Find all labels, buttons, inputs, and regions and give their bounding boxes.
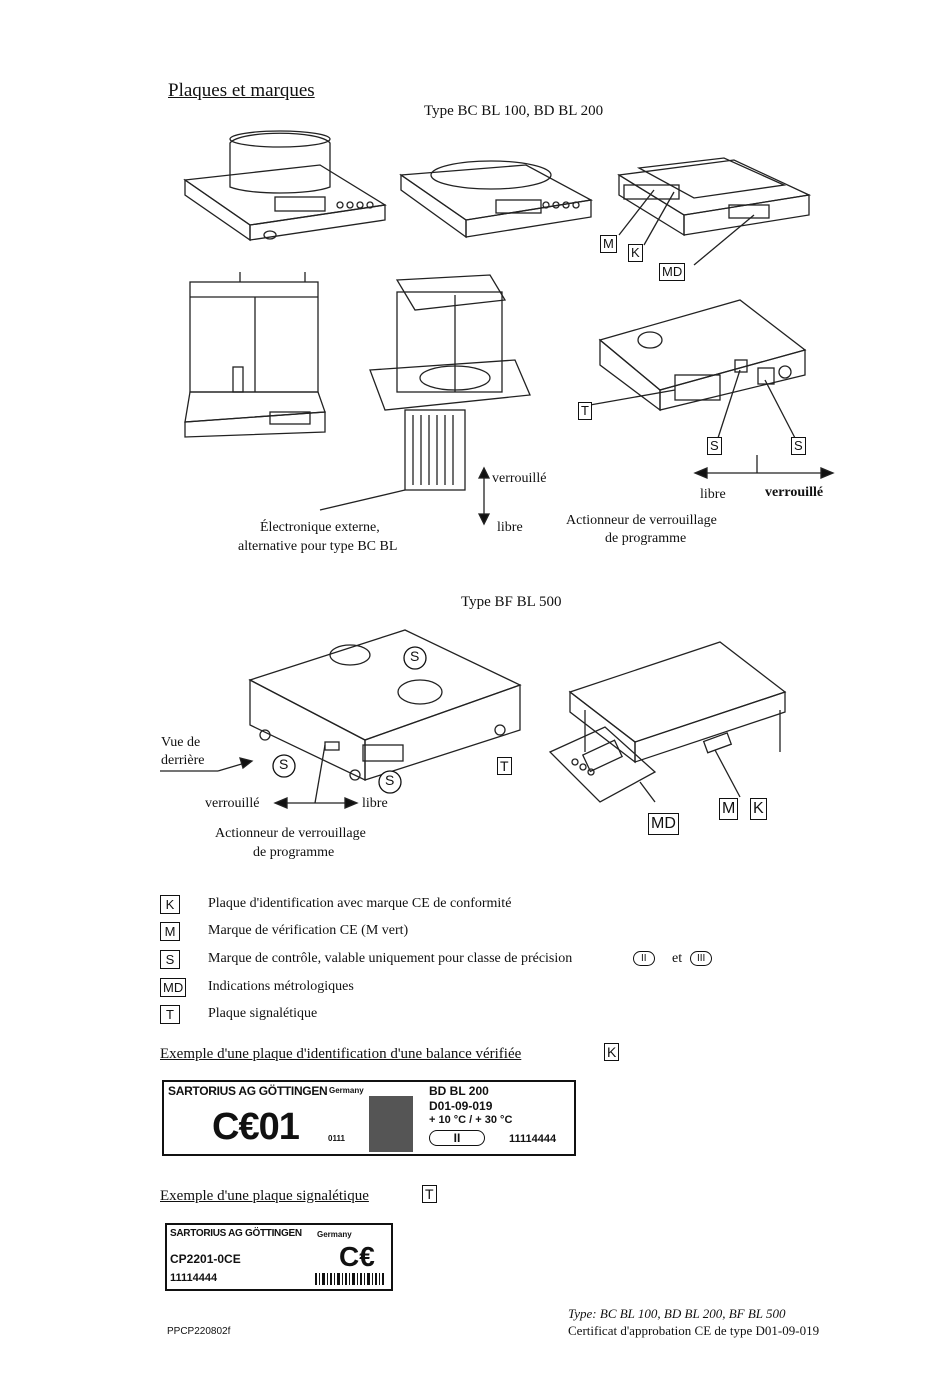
legend-text: Plaque signalétique — [208, 1006, 318, 1021]
label-libre-2: libre — [700, 487, 726, 502]
mark-t-top: T — [578, 402, 592, 420]
platform-balance-front-drawing — [548, 641, 787, 803]
balance-drawing-draft-shield — [183, 130, 387, 242]
plate1-serial: 11114444 — [509, 1133, 557, 1145]
label-verrouille-1: verrouillé — [492, 471, 547, 486]
mark-t-bottom: T — [497, 757, 512, 775]
seal-s-3 — [378, 770, 402, 794]
class-iii-symbol: III — [690, 951, 713, 966]
plate2-ce-mark: C€ — [339, 1241, 375, 1272]
legend-text: Marque de contrôle, valable uniquement p… — [208, 951, 573, 966]
label-libre-1: libre — [497, 520, 523, 535]
analytical-balance-drawing — [184, 272, 326, 438]
plate1-temperature: + 10 °C / + 30 °C — [429, 1114, 513, 1126]
plate2-barcode — [315, 1273, 384, 1285]
plate1-class-symbol: II — [429, 1130, 485, 1146]
legend-text: Indications métrologiques — [208, 979, 354, 994]
seal-s-1 — [403, 646, 427, 670]
legend-key: K — [160, 895, 180, 914]
mark-s-top-1: S — [707, 437, 722, 455]
identification-plate: SARTORIUS AG GÖTTINGEN Germany C€01 0111… — [162, 1080, 576, 1156]
lock-arrow-horizontal-top — [693, 455, 835, 479]
plate1-model: BD BL 200 — [429, 1084, 489, 1098]
label-libre-3: libre — [362, 796, 388, 811]
mark-md-bottom: MD — [648, 813, 679, 835]
type-line-1: Type BC BL 100, BD BL 200 — [424, 103, 604, 119]
plate2-maker: SARTORIUS AG GÖTTINGEN — [170, 1228, 302, 1239]
plate1-ce-mark: C€01 — [212, 1106, 300, 1148]
label-actionneur-2: de programme — [605, 531, 687, 546]
legend-key: MD — [160, 978, 187, 997]
label-electronique-2: alternative pour type BC BL — [238, 539, 398, 554]
mark-md-top: MD — [659, 263, 686, 281]
balance-drawing-round-pan — [399, 160, 593, 239]
footer-cert-line: Certificat d'approbation CE de type D01-… — [568, 1323, 820, 1338]
label-actionneur-1: Actionneur de verrouillage — [566, 513, 717, 528]
seal-s-1-label: S — [410, 648, 420, 664]
page-title: Plaques et marques — [168, 80, 315, 101]
label-actionneur-b2: de programme — [253, 845, 335, 860]
class-ii-symbol: II — [633, 951, 655, 966]
balance-external-electronics-drawing — [319, 274, 531, 511]
plate2-serial: 11114444 — [170, 1272, 218, 1284]
mark-k-bottom: K — [750, 798, 767, 820]
plate1-notified-body: 0111 — [328, 1134, 345, 1143]
example2-title: Exemple d'une plaque signalétique — [160, 1188, 369, 1204]
legend-item-s: S Marque de contrôle, valable uniquement… — [160, 950, 780, 972]
label-verrouille-2: verrouillé — [765, 485, 824, 500]
label-actionneur-b1: Actionneur de verrouillage — [215, 826, 366, 841]
seal-s-2 — [272, 754, 296, 778]
label-verrouille-3: verrouillé — [205, 796, 260, 811]
vue-arrow — [160, 757, 254, 772]
plate1-cert: D01-09-019 — [429, 1099, 493, 1113]
plate2-country: Germany — [317, 1230, 352, 1239]
footer-type-line: Type: BC BL 100, BD BL 200, BF BL 500 — [568, 1306, 786, 1321]
legend-key: S — [160, 950, 180, 969]
example2-key-box: T — [422, 1185, 437, 1203]
lock-arrow-vertical — [477, 466, 491, 526]
mark-s-top-2: S — [791, 437, 806, 455]
lock-arrow-horizontal-bottom — [273, 744, 359, 809]
balance-underside-drawing — [589, 299, 807, 439]
rating-plate: SARTORIUS AG GÖTTINGEN Germany CP2201-0C… — [165, 1223, 393, 1291]
example1-title: Exemple d'une plaque d'identification d'… — [160, 1046, 522, 1062]
plate1-maker: SARTORIUS AG GÖTTINGEN — [168, 1084, 328, 1098]
plate1-green-m-mark — [369, 1096, 413, 1152]
plate1-country: Germany — [329, 1086, 364, 1095]
mark-m-top: M — [600, 235, 617, 253]
mark-k-top: K — [628, 244, 643, 262]
label-vue-2: derrière — [161, 753, 205, 768]
legend-key: M — [160, 922, 180, 941]
legend-et: et — [672, 951, 683, 966]
seal-s-3-label: S — [385, 772, 395, 788]
example1-key-box: K — [604, 1043, 620, 1061]
seal-s-2-label: S — [279, 756, 289, 772]
mark-m-bottom: M — [719, 798, 739, 820]
label-vue-1: Vue de — [161, 735, 201, 750]
footer-code: PPCP220802f — [167, 1326, 231, 1337]
balance-drawing-square-pan — [617, 157, 812, 266]
platform-balance-rear-drawing — [248, 629, 522, 782]
legend-key: T — [160, 1005, 180, 1024]
plate2-model: CP2201-0CE — [170, 1252, 241, 1266]
type-line-2: Type BF BL 500 — [461, 594, 562, 610]
legend-text: Plaque d'identification avec marque CE d… — [208, 896, 512, 911]
legend-text: Marque de vérification CE (M vert) — [208, 923, 409, 938]
label-electronique-1: Électronique externe, — [260, 520, 380, 535]
